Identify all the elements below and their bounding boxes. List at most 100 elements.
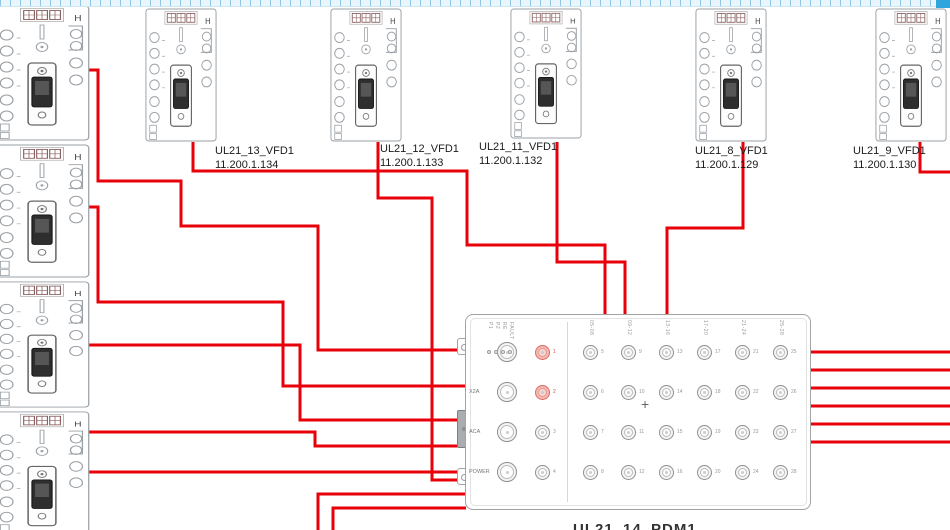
switch-port-16	[659, 465, 674, 480]
right-terminals	[565, 27, 577, 86]
grid-col-header-5: 21-24	[740, 320, 746, 336]
vfd-ul21-13[interactable]: H	[145, 8, 217, 142]
device-name: UL21_12_VFD1	[380, 143, 459, 155]
switch-port-11	[621, 425, 636, 440]
switch-port-10	[621, 385, 636, 400]
vfd-ul21-12[interactable]: H	[330, 8, 402, 142]
corner-mark-h: H	[74, 153, 81, 162]
switch-port-20	[697, 465, 712, 480]
right-terminals	[68, 430, 84, 488]
switch-port-1	[535, 345, 550, 360]
switch-body	[465, 314, 811, 510]
wire-ul21-11[interactable]	[555, 142, 627, 318]
wire-left-vfd1[interactable]	[88, 68, 466, 352]
led-p1	[487, 350, 491, 354]
port-number-28: 28	[791, 469, 797, 475]
drive-module	[900, 64, 922, 127]
terminal-icons	[531, 12, 561, 23]
switch-port-5	[583, 345, 598, 360]
left-terminals	[0, 434, 14, 523]
terminal-icons	[23, 148, 62, 159]
port-number-6: 6	[601, 389, 604, 395]
port-number-9: 9	[639, 349, 642, 355]
corner-mark-h: H	[205, 17, 210, 26]
vfd-ul21-11[interactable]: H	[510, 8, 582, 139]
port-number-20: 20	[715, 469, 721, 475]
switch-port-2	[535, 385, 550, 400]
switch-label-partial[interactable]: UL21_14_PDM1	[573, 521, 697, 530]
terminal-icons	[23, 285, 62, 295]
corner-mark-h: H	[74, 419, 81, 428]
wire-left-vfd4a[interactable]	[88, 430, 466, 448]
vfd-graphic: H	[330, 8, 402, 142]
vfd-left-1[interactable]: H	[0, 5, 90, 141]
port-number-4: 4	[553, 469, 556, 475]
vfd-graphic: H	[510, 8, 582, 139]
vfd-graphic: H	[0, 5, 90, 141]
vfd-left-4[interactable]: H	[0, 411, 90, 530]
wire-ul21-8[interactable]	[665, 142, 745, 318]
port-number-19: 19	[715, 429, 721, 435]
vfd-left-3[interactable]: H	[0, 281, 90, 408]
left-terminals	[0, 168, 14, 259]
wire-left-vfd3[interactable]	[88, 343, 466, 422]
right-terminals	[68, 164, 84, 224]
wire-ul21-12[interactable]	[376, 142, 466, 482]
switch-port-7	[583, 425, 598, 440]
switch-port-x2a	[497, 382, 517, 402]
drive-module	[535, 63, 557, 125]
switch-port-3	[535, 425, 550, 440]
vfd-ul21-9[interactable]: H	[875, 8, 947, 142]
right-terminals	[68, 25, 84, 86]
wire-bottom-2[interactable]	[331, 506, 466, 530]
terminal-icons	[166, 12, 196, 23]
switch-port-power	[497, 462, 517, 482]
drive-module	[27, 200, 57, 263]
vfd-ul21-8[interactable]: H	[695, 8, 767, 142]
terminal-icons	[23, 415, 62, 426]
switch-inner-outline	[470, 318, 807, 506]
switch-port-24	[735, 465, 750, 480]
port-number-22: 22	[753, 389, 759, 395]
horizontal-ruler[interactable]	[0, 0, 950, 7]
vfd-left-2[interactable]: H	[0, 144, 90, 278]
wire-ul21-9[interactable]	[918, 142, 950, 174]
switch-port-6	[583, 385, 598, 400]
left-terminals	[0, 29, 14, 122]
port-number-17: 17	[715, 349, 721, 355]
switch-port-18	[697, 385, 712, 400]
port-label-power: POWER	[469, 469, 490, 475]
device-name: UL21_13_VFD1	[215, 145, 294, 157]
wire-left-vfd2[interactable]	[88, 205, 466, 388]
corner-mark-h: H	[570, 16, 575, 25]
terminal-icons	[896, 12, 926, 23]
grid-col-header-6: 25-28	[778, 320, 784, 336]
left-terminals	[699, 32, 710, 123]
left-terminals	[879, 32, 890, 123]
led-fault	[508, 350, 512, 354]
led-p2	[494, 350, 498, 354]
right-terminals	[385, 28, 397, 88]
wire-ul21-13[interactable]	[191, 142, 607, 318]
switch-port-26	[773, 385, 788, 400]
device-name: UL21_9_VFD1	[853, 145, 926, 157]
switch-port-14	[659, 385, 674, 400]
port-number-18: 18	[715, 389, 721, 395]
corner-mark-h: H	[74, 14, 81, 23]
right-terminals	[750, 28, 762, 88]
led-label-fault: FAULT	[508, 322, 514, 340]
grid-col-header-3: 13-16	[664, 320, 670, 336]
wire-bottom-1[interactable]	[316, 492, 466, 530]
port-number-12: 12	[639, 469, 645, 475]
ruler-corner-button[interactable]	[936, 0, 950, 8]
terminal-icons	[351, 12, 381, 23]
switch-port-21	[735, 345, 750, 360]
switch-port-22	[735, 385, 750, 400]
